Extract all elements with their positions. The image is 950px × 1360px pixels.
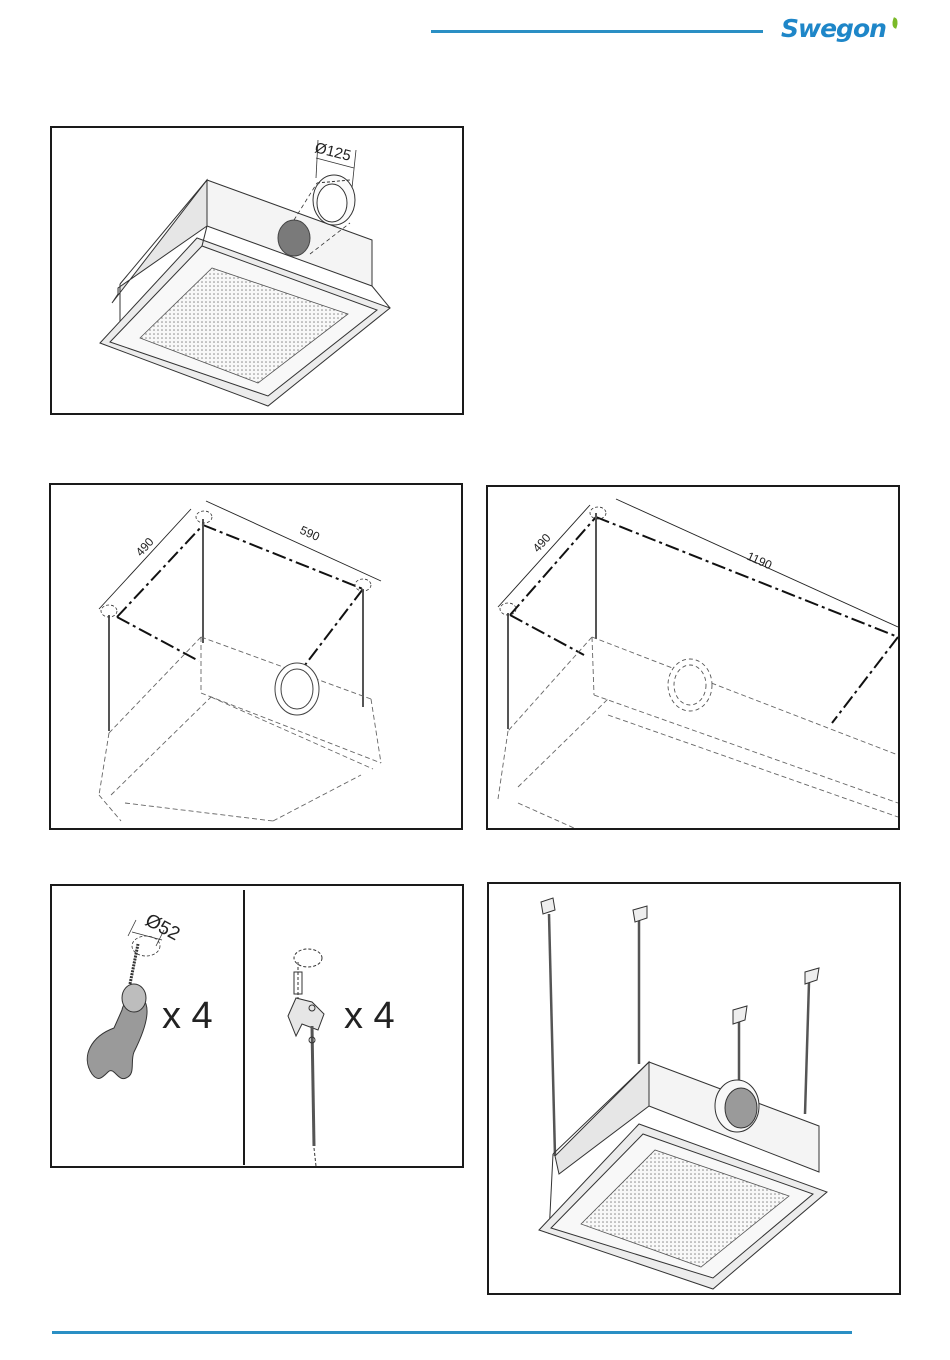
width-dimension-label: 590 — [298, 523, 322, 544]
leaf-icon — [890, 17, 899, 28]
logo-text: Swegon — [781, 14, 886, 43]
figure-mounting-hardware: Ø52 x 4 x 4 — [50, 884, 464, 1168]
figure-suspension-long: 490 1190 — [486, 485, 900, 830]
drill-icon — [87, 920, 164, 1079]
mounting-hardware-illustration: Ø52 x 4 x 4 — [52, 886, 462, 1166]
drill-diameter-label: Ø52 — [142, 910, 184, 945]
swegon-logo: Swegon — [781, 14, 911, 50]
depth-dimension-label: 490 — [133, 535, 157, 559]
suspended-unit-illustration — [489, 884, 899, 1293]
depth-dimension-label: 490 — [530, 531, 554, 555]
footer-rule — [52, 1331, 852, 1334]
bracket-icons — [541, 898, 819, 1024]
hanger-kit-icon — [288, 949, 324, 1166]
duct-diameter-label: Ø125 — [313, 139, 353, 164]
hanger-quantity-label: x 4 — [344, 995, 395, 1037]
figure-suspended-unit — [487, 882, 901, 1295]
suspension-long-illustration: 490 1190 — [488, 487, 898, 828]
figure-duct-connection: Ø125 — [50, 126, 464, 415]
figure-suspension-short: 490 590 — [49, 483, 463, 830]
suspension-short-illustration: 490 590 — [51, 485, 461, 828]
header-rule — [431, 30, 763, 33]
drill-quantity-label: x 4 — [162, 995, 213, 1037]
unit-duct-illustration: Ø125 — [52, 128, 462, 413]
